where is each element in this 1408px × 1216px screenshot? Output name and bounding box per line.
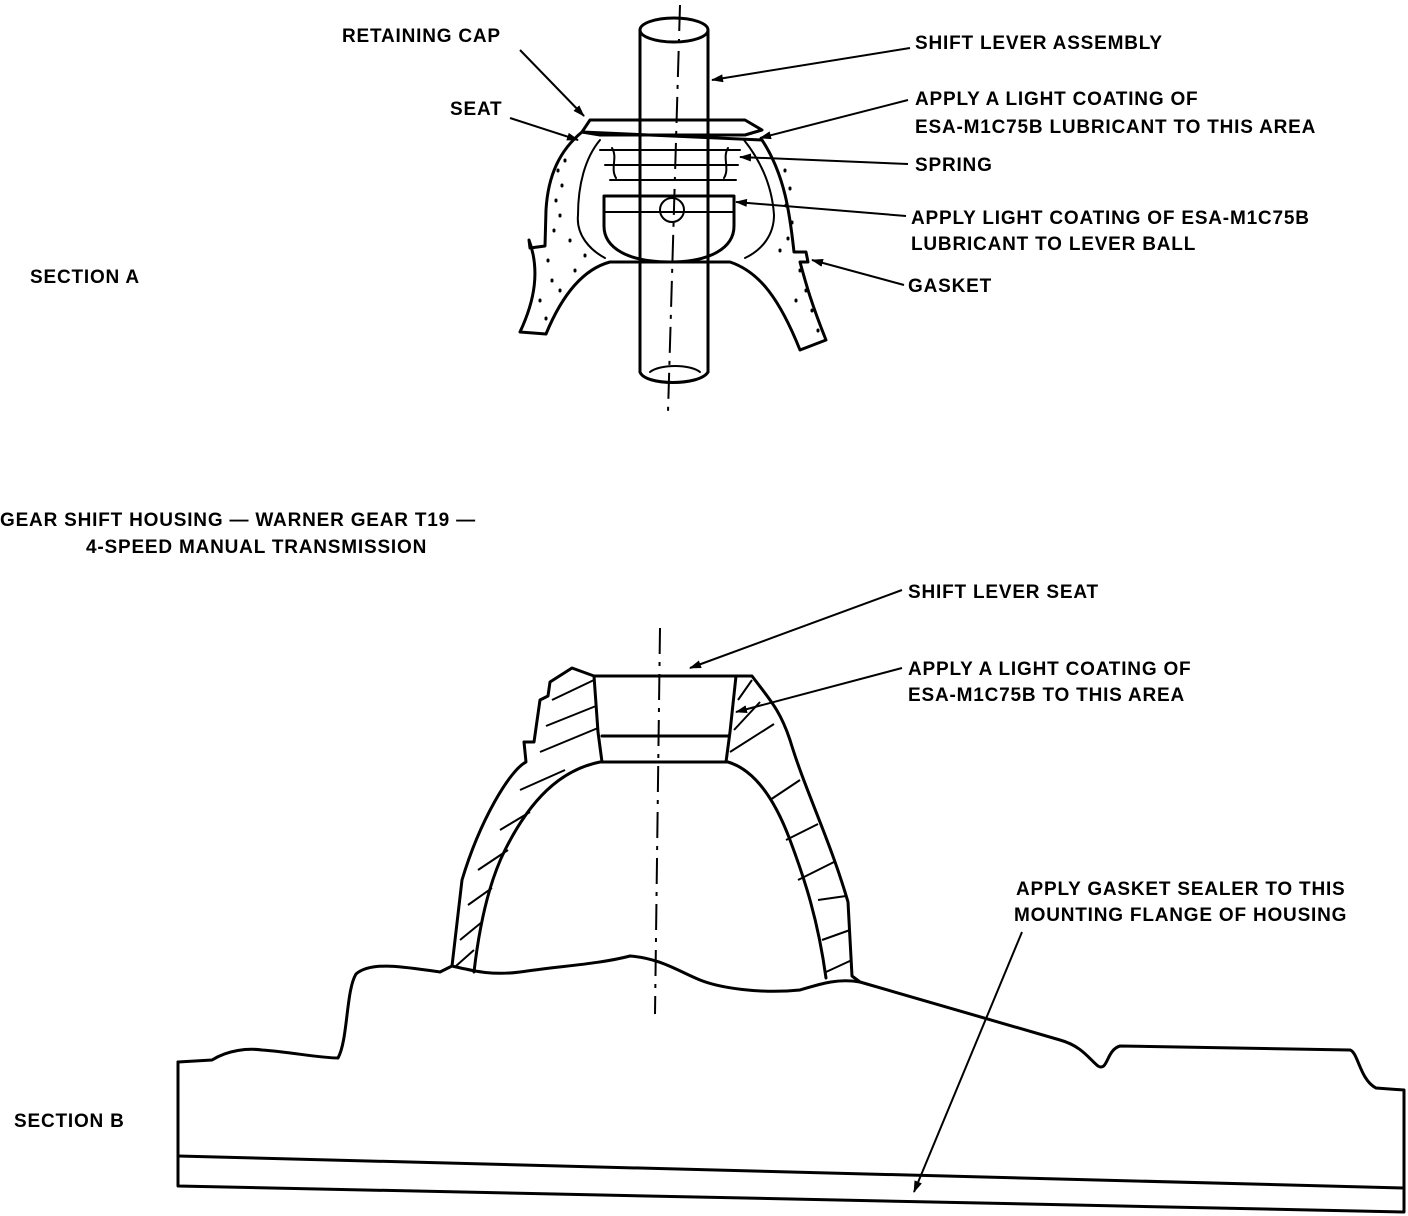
flange-lower-line xyxy=(176,1154,1406,1190)
label-sealer-line1: APPLY GASKET SEALER TO THIS xyxy=(1016,879,1346,900)
seat-dome-outer xyxy=(450,666,862,984)
seat-dome-inner xyxy=(472,760,828,980)
mounting-flange xyxy=(176,980,1406,1214)
label-coating-b-line1: APPLY A LIGHT COATING OF xyxy=(908,659,1191,680)
housing-stipple xyxy=(538,158,820,333)
label-spring: SPRING xyxy=(915,155,993,176)
label-coating-area-line1: APPLY A LIGHT COATING OF xyxy=(915,89,1198,110)
caption-line1: GEAR SHIFT HOUSING — WARNER GEAR T19 — xyxy=(0,510,476,531)
leaders-b xyxy=(689,589,1023,1193)
label-shift-lever-seat: SHIFT LEVER SEAT xyxy=(908,582,1099,603)
label-section-a: SECTION A xyxy=(30,267,140,288)
section-a-drawing xyxy=(518,4,828,413)
label-retaining-cap: RETAINING CAP xyxy=(342,26,501,47)
label-section-b: SECTION B xyxy=(14,1111,125,1132)
seat-bore xyxy=(592,674,738,764)
label-coating-ball-line1: APPLY LIGHT COATING OF ESA-M1C75B xyxy=(911,208,1310,229)
housing-outline-a xyxy=(518,130,828,352)
leaders-a xyxy=(509,47,911,286)
label-coating-ball-line2: LUBRICANT TO LEVER BALL xyxy=(911,234,1196,255)
label-shift-lever-assembly: SHIFT LEVER ASSEMBLY xyxy=(915,33,1163,54)
pin-circle xyxy=(659,197,685,223)
shift-lever-shaft xyxy=(638,28,710,374)
spring-shape xyxy=(599,147,741,181)
caption-line2: 4-SPEED MANUAL TRANSMISSION xyxy=(86,537,427,558)
label-seat: SEAT xyxy=(450,99,502,120)
centerline-b xyxy=(654,627,661,1015)
hatch-right xyxy=(729,679,853,973)
retaining-cap-shape xyxy=(580,118,764,137)
label-sealer-line2: MOUNTING FLANGE OF HOUSING xyxy=(1014,905,1347,926)
centerline-a xyxy=(667,4,681,413)
lever-ball-shape xyxy=(602,194,736,264)
label-coating-area-line2: ESA-M1C75B LUBRICANT TO THIS AREA xyxy=(915,117,1316,138)
label-coating-b-line2: ESA-M1C75B TO THIS AREA xyxy=(908,685,1185,706)
section-b-drawing xyxy=(176,627,1406,1214)
hatch-left xyxy=(455,679,599,967)
label-gasket: GASKET xyxy=(908,276,992,297)
